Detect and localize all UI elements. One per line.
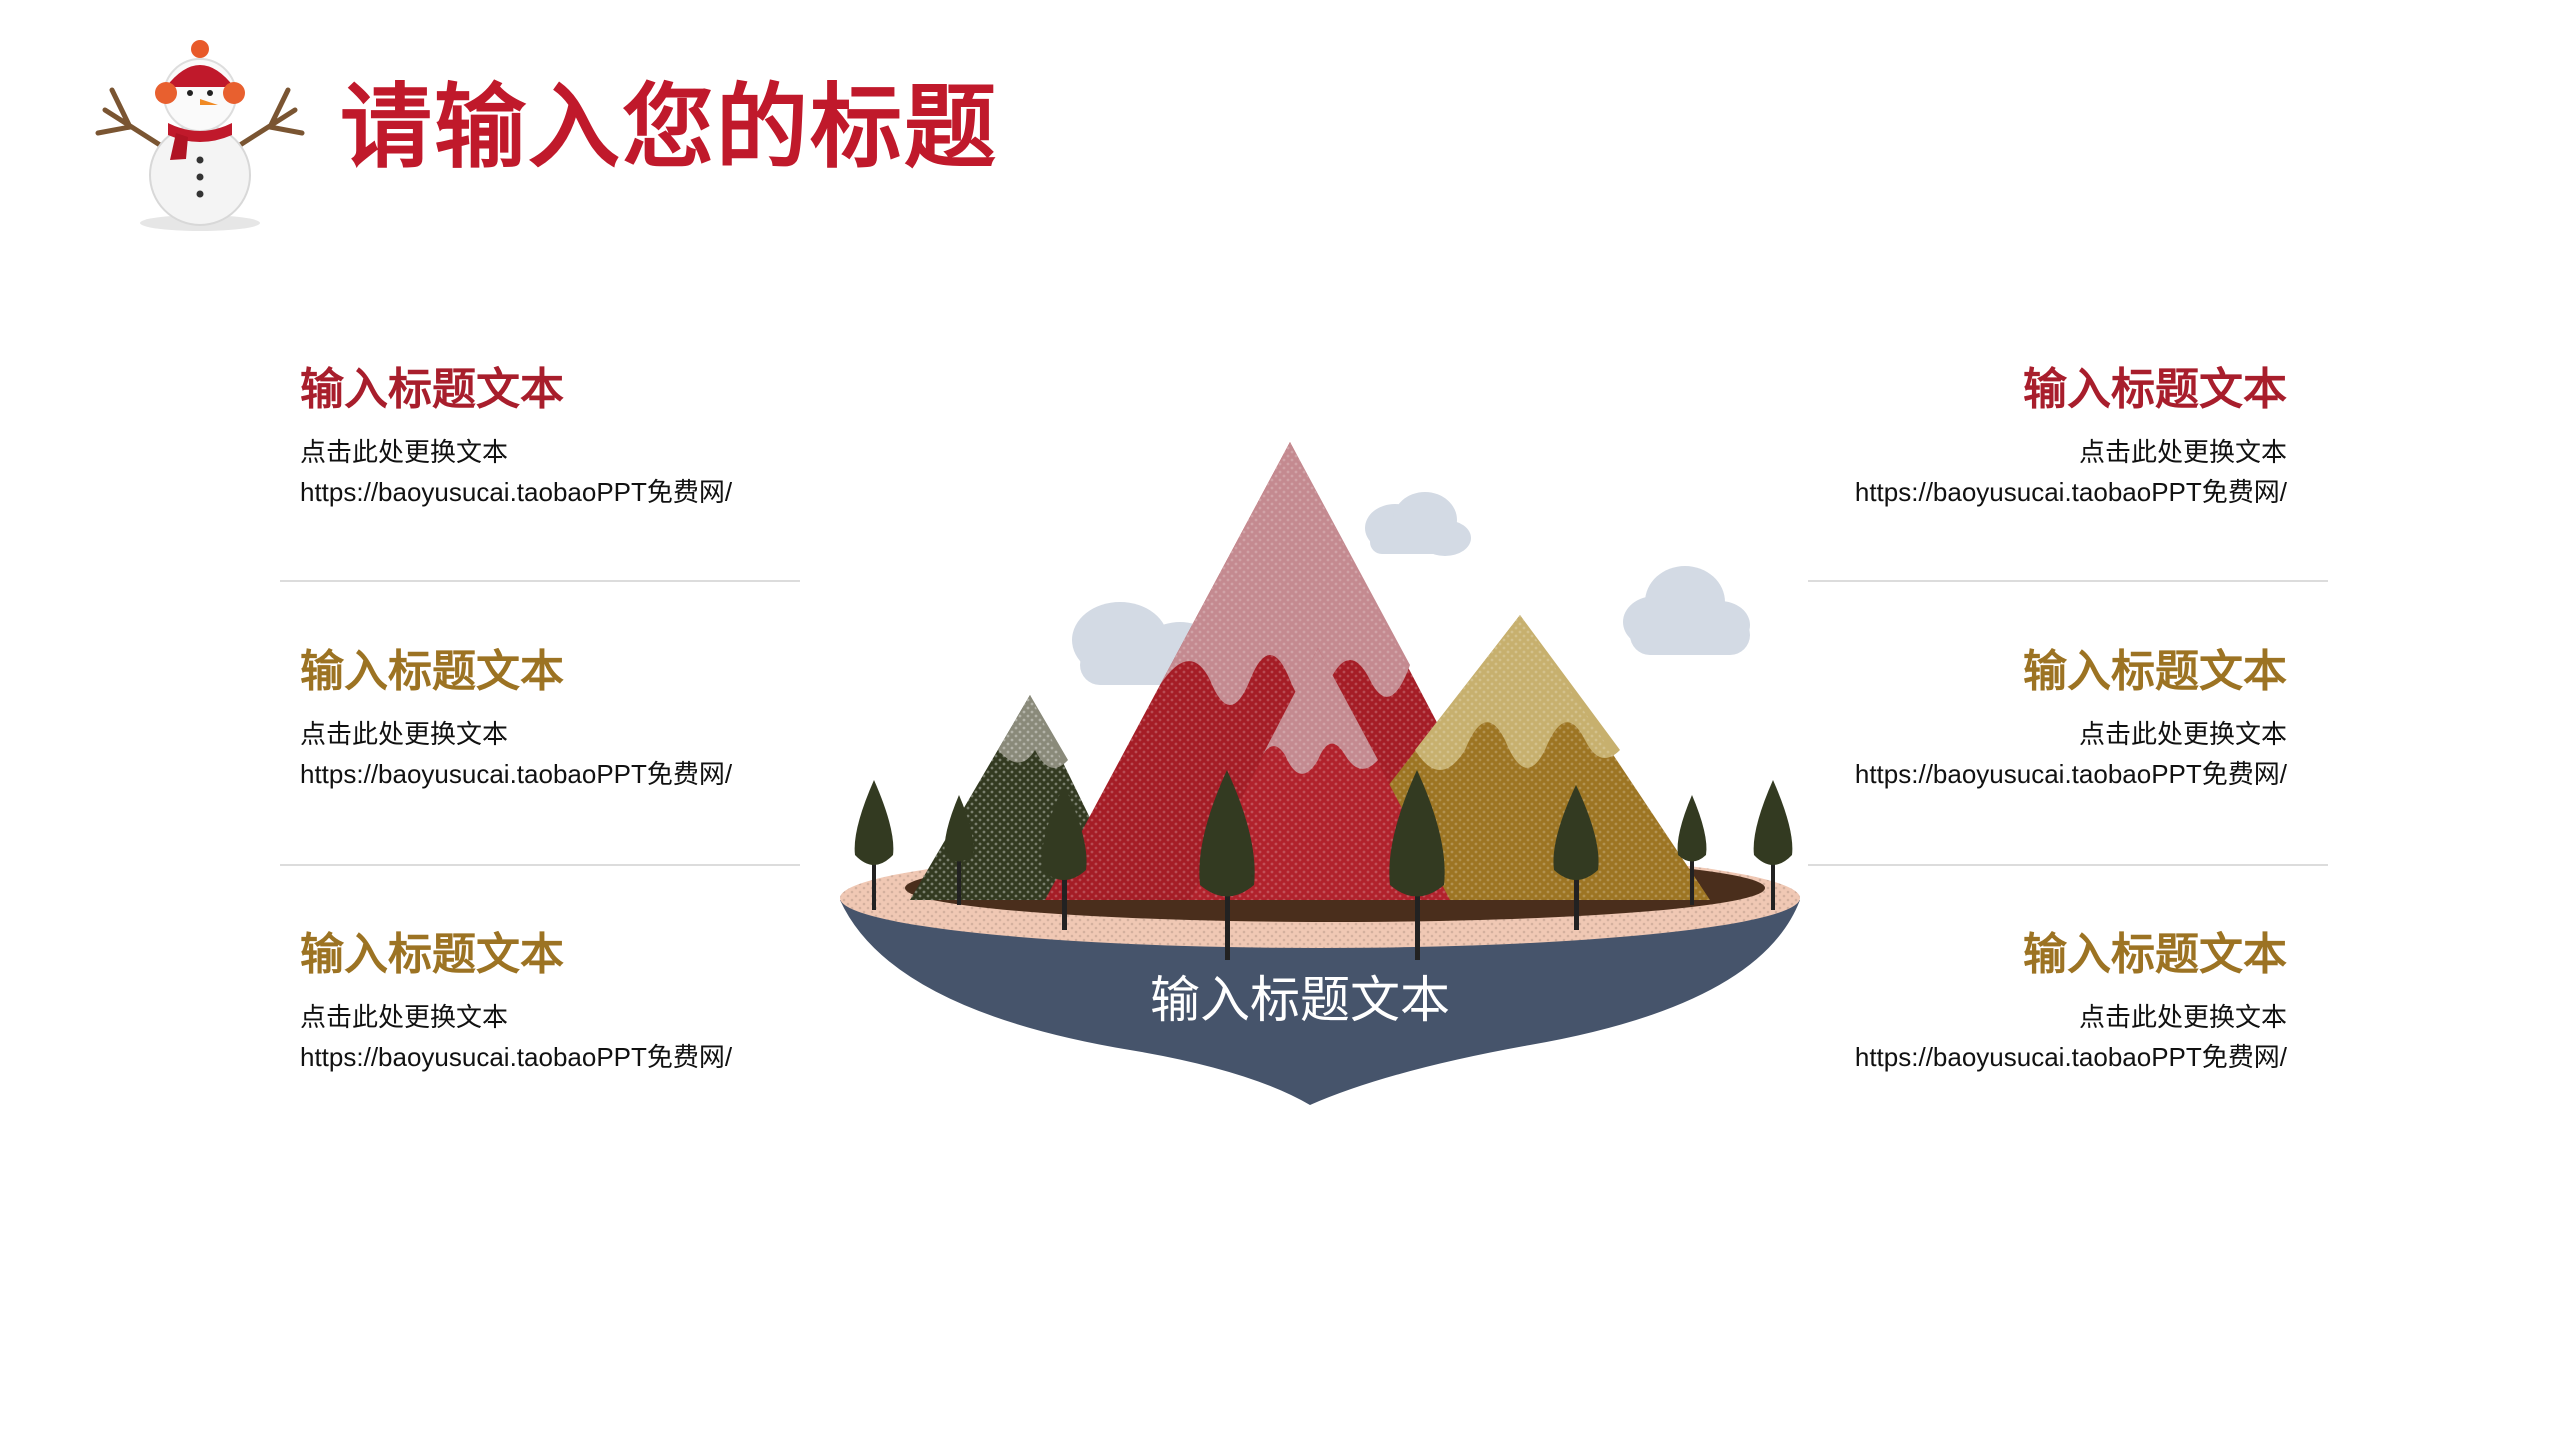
- right-item-1-line2: https://baoyusucai.taobaoPPT免费网/: [1854, 477, 2287, 507]
- right-item-3-line1: 点击此处更换文本: [2078, 1002, 2287, 1032]
- left-item-3-line1: 点击此处更换文本: [300, 1002, 509, 1032]
- left-item-1-line2: https://baoyusucai.taobaoPPT免费网/: [300, 477, 733, 507]
- right-item-2-line1: 点击此处更换文本: [2078, 719, 2287, 749]
- left-divider-2: [280, 864, 800, 866]
- left-item-2[interactable]: 输入标题文本 点击此处更换文本 https://baoyusucai.taoba…: [300, 650, 900, 794]
- left-item-3-title: 输入标题文本: [300, 930, 564, 979]
- center-label: 输入标题文本: [1150, 972, 1450, 1028]
- right-item-2[interactable]: 输入标题文本 点击此处更换文本 https://baoyusucai.taoba…: [1687, 650, 2287, 794]
- left-item-1-line1: 点击此处更换文本: [300, 437, 509, 467]
- right-item-1[interactable]: 输入标题文本 点击此处更换文本 https://baoyusucai.taoba…: [1687, 368, 2287, 512]
- left-item-2-line1: 点击此处更换文本: [300, 719, 509, 749]
- right-item-3-line2: https://baoyusucai.taobaoPPT免费网/: [1854, 1042, 2287, 1072]
- mountain-island-icon: [840, 442, 1800, 1105]
- right-item-2-title: 输入标题文本: [2023, 647, 2287, 696]
- left-item-3[interactable]: 输入标题文本 点击此处更换文本 https://baoyusucai.taoba…: [300, 933, 900, 1077]
- left-divider-1: [280, 580, 800, 582]
- right-item-3-title: 输入标题文本: [2023, 930, 2287, 979]
- right-item-1-line1: 点击此处更换文本: [2078, 437, 2287, 467]
- right-item-1-title: 输入标题文本: [2023, 365, 2287, 414]
- snowman-icon: [95, 40, 305, 231]
- page-title: 请输入您的标题: [340, 77, 999, 179]
- left-item-2-title: 输入标题文本: [300, 647, 564, 696]
- right-divider-1: [1808, 580, 2328, 582]
- left-item-1[interactable]: 输入标题文本 点击此处更换文本 https://baoyusucai.taoba…: [300, 368, 900, 512]
- left-item-1-title: 输入标题文本: [300, 365, 564, 414]
- right-item-2-line2: https://baoyusucai.taobaoPPT免费网/: [1854, 759, 2287, 789]
- left-item-3-line2: https://baoyusucai.taobaoPPT免费网/: [300, 1042, 733, 1072]
- right-item-3[interactable]: 输入标题文本 点击此处更换文本 https://baoyusucai.taoba…: [1687, 933, 2287, 1077]
- right-divider-2: [1808, 864, 2328, 866]
- left-item-2-line2: https://baoyusucai.taobaoPPT免费网/: [300, 759, 733, 789]
